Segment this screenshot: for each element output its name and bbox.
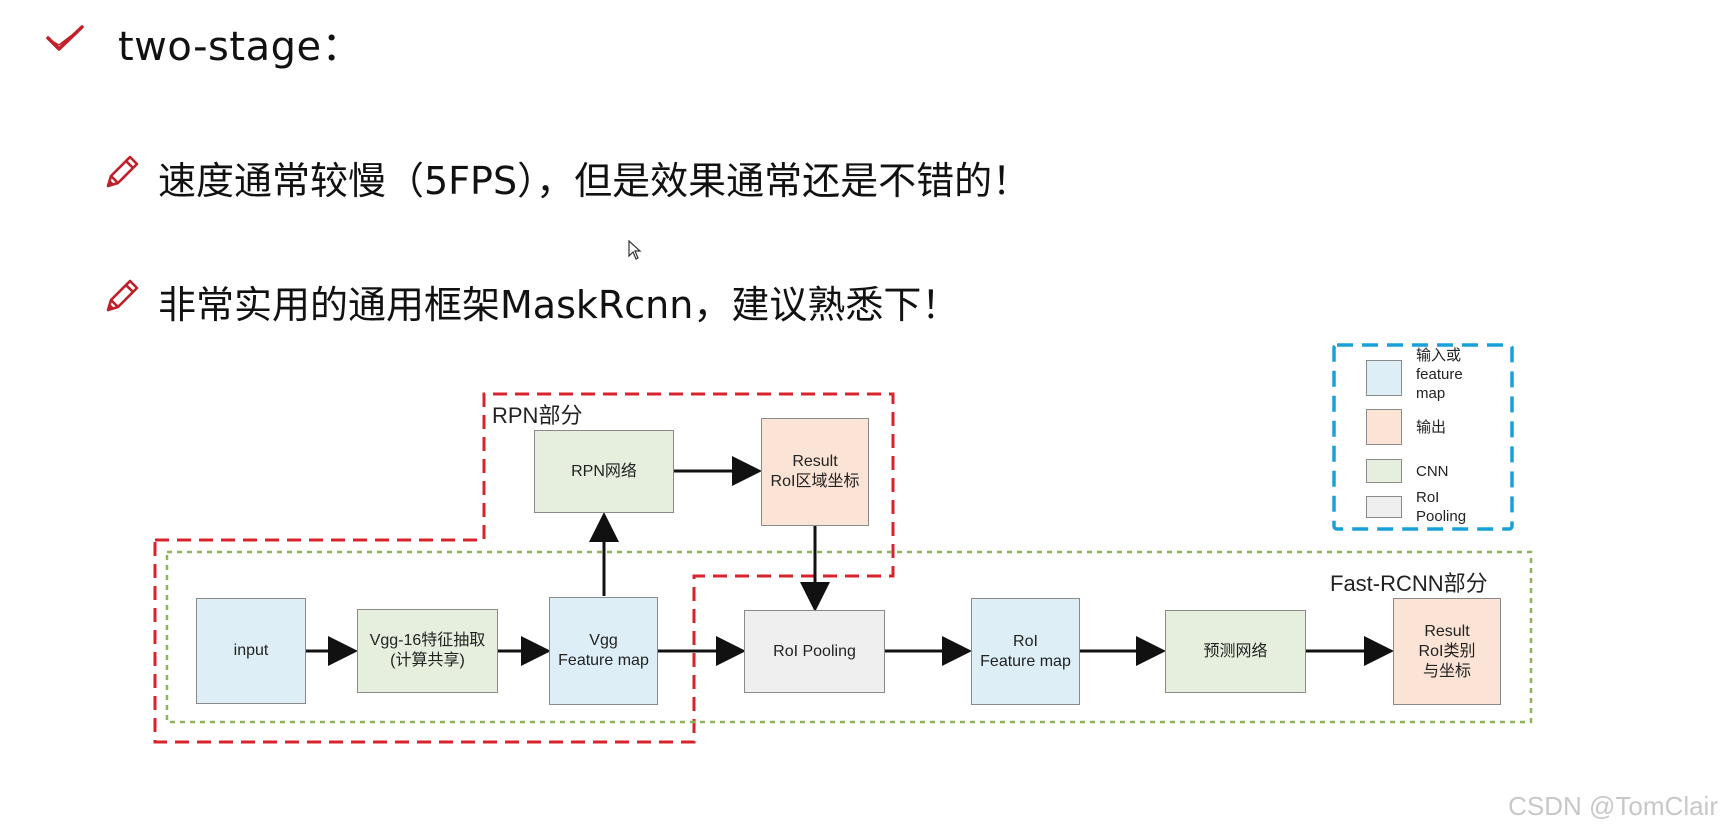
roi-feature-map-box: RoI Feature map bbox=[971, 598, 1080, 705]
predict-network-box: 预测网络 bbox=[1165, 610, 1306, 693]
pencil-icon bbox=[106, 155, 139, 188]
check-icon bbox=[46, 25, 84, 51]
fast-rcnn-region-outline bbox=[165, 550, 1533, 724]
legend-outline bbox=[1332, 343, 1514, 531]
legend-swatch-output bbox=[1366, 409, 1402, 445]
legend-swatch-cnn bbox=[1366, 459, 1402, 483]
page-heading: two-stage： bbox=[118, 24, 363, 70]
legend-swatch-input bbox=[1366, 360, 1402, 396]
rpn-network-box: RPN网络 bbox=[534, 430, 674, 513]
pencil-icon bbox=[106, 279, 139, 312]
legend-label-output: 输出 bbox=[1416, 419, 1447, 436]
legend-swatch-roi-pooling bbox=[1366, 496, 1402, 518]
bullet-speed: 速度通常较慢（5FPS），但是效果通常还是不错的！ bbox=[158, 159, 1031, 203]
rpn-region-outline bbox=[153, 392, 895, 744]
watermark: CSDN @TomClair bbox=[1508, 791, 1718, 821]
bullet-maskrcnn: 非常实用的通用框架MaskRcnn，建议熟悉下！ bbox=[158, 283, 960, 327]
rpn-result-box: Result RoI区域坐标 bbox=[761, 418, 869, 526]
vgg16-box: Vgg-16特征抽取 (计算共享) bbox=[357, 609, 498, 693]
legend-label-cnn: CNN bbox=[1416, 463, 1449, 480]
input-box: input bbox=[196, 598, 306, 704]
legend-label-input: 输入或 feature map bbox=[1416, 347, 1463, 402]
fast-rcnn-region-label: Fast-RCNN部分 bbox=[1330, 571, 1488, 596]
roi-pooling-box: RoI Pooling bbox=[744, 610, 885, 693]
mouse-cursor-icon bbox=[628, 240, 642, 260]
vgg-feature-map-box: Vgg Feature map bbox=[549, 597, 658, 705]
final-result-box: Result RoI类别 与坐标 bbox=[1393, 598, 1501, 705]
rpn-region-label: RPN部分 bbox=[492, 403, 583, 428]
legend-label-roi-pooling: RoI Pooling bbox=[1416, 489, 1467, 525]
